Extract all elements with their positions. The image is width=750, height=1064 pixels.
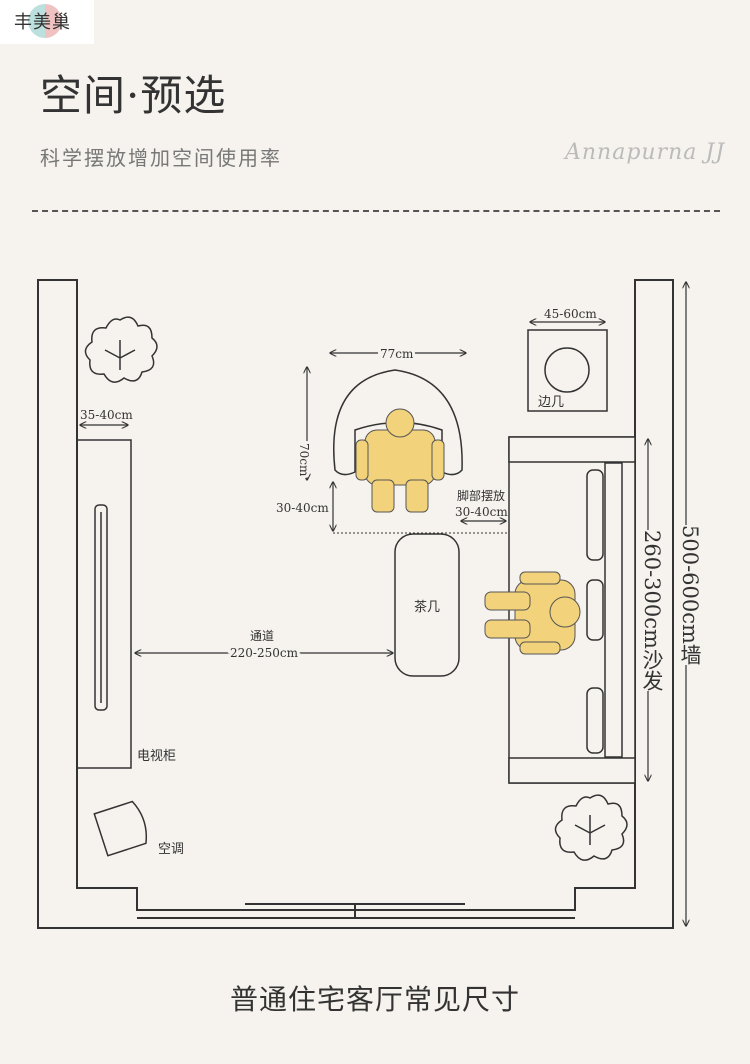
- plant-icon: [84, 316, 158, 383]
- foot-space-title: 脚部摆放: [457, 488, 505, 503]
- tv-depth-label: 35-40cm: [80, 408, 133, 422]
- page-title: 空间·预选: [40, 71, 227, 120]
- lamp-icon: [544, 347, 590, 393]
- tv-cabinet-label: 电视柜: [137, 749, 176, 764]
- air-conditioner-icon: [93, 800, 148, 857]
- side-table: [527, 329, 608, 412]
- tv-cabinet: [76, 439, 132, 769]
- armchair-width-label: 77cm: [380, 347, 414, 361]
- armchair-gap-label: 30-40cm: [276, 501, 329, 515]
- signature: Annapurna JJ: [565, 140, 726, 165]
- logo-text: 丰美巢: [14, 12, 71, 33]
- foot-space-label: 30-40cm: [455, 505, 508, 519]
- air-conditioner-label: 空调: [158, 842, 184, 857]
- side-table-size-label: 45-60cm: [544, 307, 597, 321]
- dashed-divider: [32, 210, 720, 212]
- passage-width-label: 220-250cm: [230, 646, 299, 660]
- wall-length-label: 500-600cm墙: [675, 525, 705, 665]
- coffee-table: [394, 533, 460, 677]
- sofa-length-label: 260-300cm沙发: [637, 530, 667, 691]
- person-seated-sofa-icon: [484, 571, 581, 655]
- plant-icon: [554, 794, 628, 861]
- walls: [37, 279, 674, 929]
- armchair-depth-label: 70cm: [297, 443, 311, 477]
- passage-title: 通道: [250, 629, 274, 643]
- page-subtitle: 科学摆放增加空间使用率: [40, 146, 282, 170]
- logo-mark-icon: [28, 4, 62, 38]
- person-seated-armchair-icon: [355, 408, 445, 513]
- caption: 普通住宅客厅常见尺寸: [229, 983, 520, 1016]
- side-table-label: 边几: [538, 395, 564, 410]
- brand-logo: 丰美巢: [0, 0, 94, 44]
- coffee-table-label: 茶几: [414, 599, 440, 615]
